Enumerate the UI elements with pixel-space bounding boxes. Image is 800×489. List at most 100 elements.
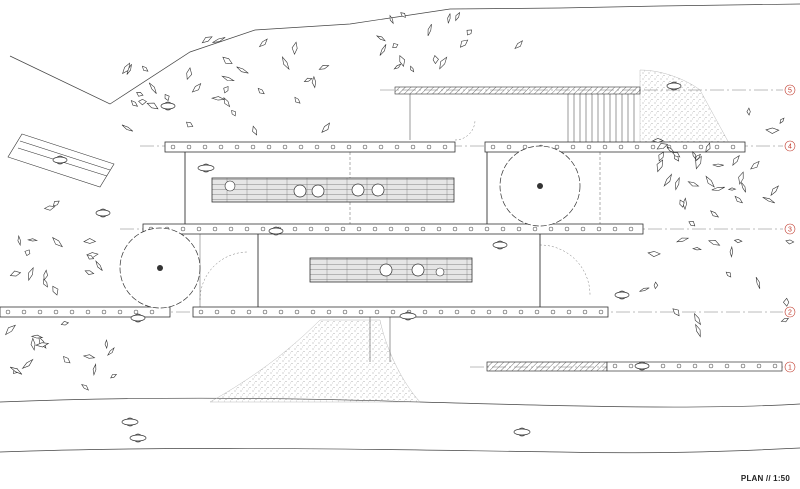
bolt-hole xyxy=(340,226,346,232)
leaf-mark xyxy=(375,35,387,42)
leaf-mark xyxy=(21,358,34,370)
leaf-mark xyxy=(656,159,664,173)
bolt-hole xyxy=(708,363,714,369)
person-figure xyxy=(121,417,139,427)
bolt-hole xyxy=(260,226,266,232)
leaf-mark xyxy=(432,54,439,65)
leaf-mark xyxy=(639,287,650,292)
svg-text:2: 2 xyxy=(788,310,792,317)
bolt-hole xyxy=(470,309,476,315)
leaf-mark xyxy=(321,122,330,133)
bolt-hole xyxy=(714,144,720,150)
bolt-hole xyxy=(390,309,396,315)
bolt-hole xyxy=(420,226,426,232)
bolt-hole xyxy=(452,226,458,232)
bolt-hole xyxy=(101,309,107,315)
leaf-mark xyxy=(708,239,721,246)
leaf-mark xyxy=(303,77,313,82)
bolt-hole xyxy=(580,226,586,232)
leaf-mark xyxy=(785,239,795,245)
leaf-mark xyxy=(43,205,56,211)
leaf-mark xyxy=(466,29,472,36)
bolt-hole xyxy=(186,144,192,150)
bolt-hole xyxy=(298,144,304,150)
bolt-hole xyxy=(468,226,474,232)
leaf-mark xyxy=(52,285,59,296)
leaf-mark xyxy=(734,195,744,204)
leaf-mark xyxy=(52,200,60,207)
leaf-mark xyxy=(122,62,130,75)
leaf-mark xyxy=(141,65,149,72)
bolt-hole xyxy=(308,226,314,232)
person-figure xyxy=(129,433,147,443)
bolt-hole xyxy=(372,226,378,232)
leaf-mark xyxy=(695,155,702,170)
leaf-mark xyxy=(17,234,21,247)
beam-grid-4 xyxy=(164,141,746,153)
leaf-mark xyxy=(712,163,724,168)
leaf-mark xyxy=(692,150,696,160)
bolt-hole xyxy=(484,226,490,232)
bolt-hole xyxy=(21,309,27,315)
bolt-hole xyxy=(244,226,250,232)
grid-bubbles: 5 4 3 2 1 xyxy=(784,84,796,373)
bolt-hole xyxy=(5,309,11,315)
bolt-hole xyxy=(548,226,554,232)
bolt-hole xyxy=(730,144,736,150)
bolt-hole xyxy=(356,226,362,232)
leaf-mark xyxy=(399,54,406,68)
bolt-hole xyxy=(534,309,540,315)
bolt-hole xyxy=(85,309,91,315)
bolt-hole xyxy=(564,226,570,232)
bolt-hole xyxy=(278,309,284,315)
leaf-mark xyxy=(28,266,34,282)
leaf-mark xyxy=(30,337,36,351)
grid-bubble-1: 1 xyxy=(784,361,796,373)
bolt-hole xyxy=(740,363,746,369)
bolt-hole xyxy=(346,144,352,150)
leaf-mark xyxy=(755,276,761,289)
leaf-mark xyxy=(27,238,39,242)
bolt-hole xyxy=(422,309,428,315)
bolt-hole xyxy=(426,144,432,150)
leaf-mark xyxy=(130,99,139,107)
leaf-mark xyxy=(738,171,744,185)
leaf-mark xyxy=(651,137,664,143)
leaf-mark xyxy=(311,75,317,89)
leaf-mark xyxy=(201,36,213,44)
bolt-hole xyxy=(554,144,560,150)
leaf-mark xyxy=(688,221,696,227)
leaf-mark xyxy=(82,354,96,359)
leaf-mark xyxy=(104,339,108,350)
leaf-mark xyxy=(318,64,330,70)
leaf-mark xyxy=(447,13,451,24)
leaf-mark xyxy=(679,199,685,208)
person-figure xyxy=(666,81,682,91)
person-figure xyxy=(52,155,68,165)
leaf-mark xyxy=(389,14,394,25)
beam-grid-1 xyxy=(486,361,783,372)
grid-bubble-5: 5 xyxy=(784,84,796,96)
person-figure xyxy=(268,226,284,236)
bolt-hole xyxy=(342,309,348,315)
leaf-mark xyxy=(780,317,790,323)
bolt-hole xyxy=(532,226,538,232)
beam-bolts xyxy=(5,144,778,369)
leaf-mark xyxy=(92,363,97,376)
leaf-mark xyxy=(291,41,298,55)
leaf-mark xyxy=(9,270,22,277)
leaf-mark xyxy=(136,91,144,97)
bolt-hole xyxy=(438,309,444,315)
bolt-hole xyxy=(404,226,410,232)
leaf-mark xyxy=(682,197,687,211)
person-figure xyxy=(160,101,176,111)
leaf-mark xyxy=(663,173,673,187)
bolt-hole xyxy=(394,144,400,150)
bolt-hole xyxy=(266,144,272,150)
leaf-mark xyxy=(692,247,702,251)
bolt-hole xyxy=(234,144,240,150)
leaf-mark xyxy=(223,86,229,94)
person-figure xyxy=(399,311,417,321)
leaf-mark xyxy=(393,63,402,70)
